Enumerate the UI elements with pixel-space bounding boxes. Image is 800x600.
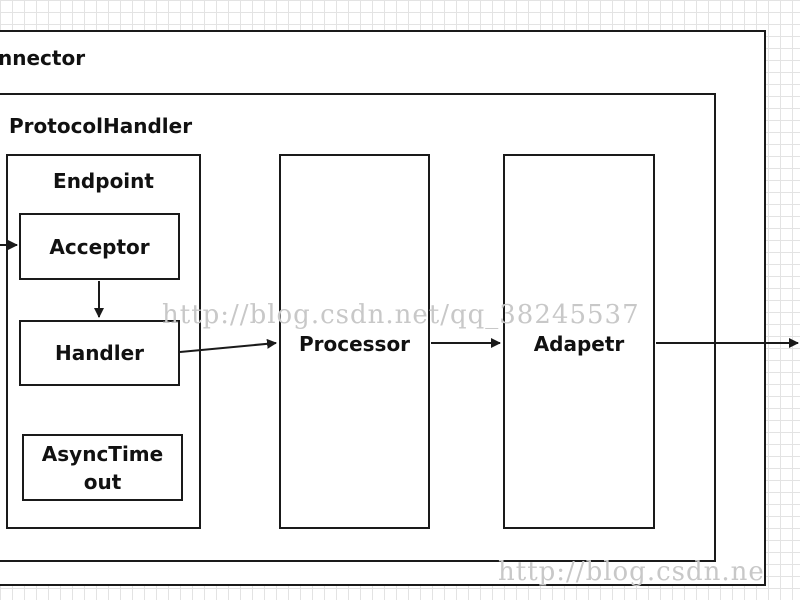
processor-box: Processor bbox=[279, 154, 430, 529]
acceptor-box: Acceptor bbox=[19, 213, 180, 280]
processor-label: Processor bbox=[298, 332, 411, 356]
adapter-box: Adapetr bbox=[503, 154, 655, 529]
connector-label: nnector bbox=[0, 46, 86, 70]
async-timeout-box: AsyncTime out bbox=[22, 434, 183, 501]
async-timeout-label-line2: out bbox=[83, 470, 122, 494]
async-timeout-label-line1: AsyncTime bbox=[41, 442, 164, 466]
handler-label: Handler bbox=[54, 341, 145, 365]
acceptor-label: Acceptor bbox=[49, 235, 150, 259]
adapter-label: Adapetr bbox=[533, 332, 625, 356]
endpoint-label: Endpoint bbox=[53, 169, 154, 193]
protocol-handler-label: ProtocolHandler bbox=[9, 114, 193, 138]
handler-box: Handler bbox=[19, 320, 180, 386]
